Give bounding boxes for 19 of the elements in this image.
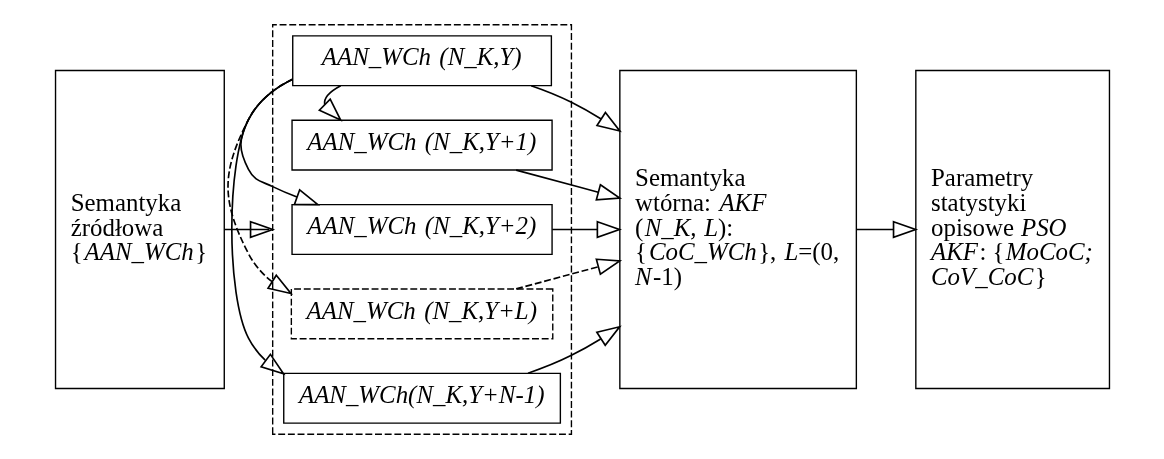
node-box: AAN_WCh (N_K,Y+L): [290, 288, 553, 340]
node-box: AAN_WCh(N_K,Y+N-1): [282, 372, 561, 424]
node-box: Semantyka źródłowa {AAN_WCh}: [54, 69, 225, 390]
cluster: [271, 24, 572, 435]
arrow: [514, 258, 622, 290]
arrow: [226, 78, 293, 295]
arrow: [526, 325, 622, 375]
arrow: [223, 220, 275, 239]
node-box: AAN_WCh (N_K,Y+2): [290, 203, 553, 256]
arrow: [514, 169, 622, 201]
node-box: Semantyka wtórna: AKF (N_K, L): {CoC_WCh}, L=(0, N-1): [618, 69, 857, 390]
node-box: AAN_WCh (N_K,Y): [291, 35, 552, 87]
arrow: [317, 84, 342, 122]
arrow: [529, 84, 622, 133]
node-box: AAN_WCh (N_K,Y+1): [290, 119, 553, 171]
node-box: Parametry statystyki opisowe PSO AKF: {MoCoC; CoV_CoC}: [914, 69, 1110, 390]
arrow: [855, 220, 918, 239]
arrow: [550, 220, 622, 239]
arrow: [239, 78, 320, 206]
